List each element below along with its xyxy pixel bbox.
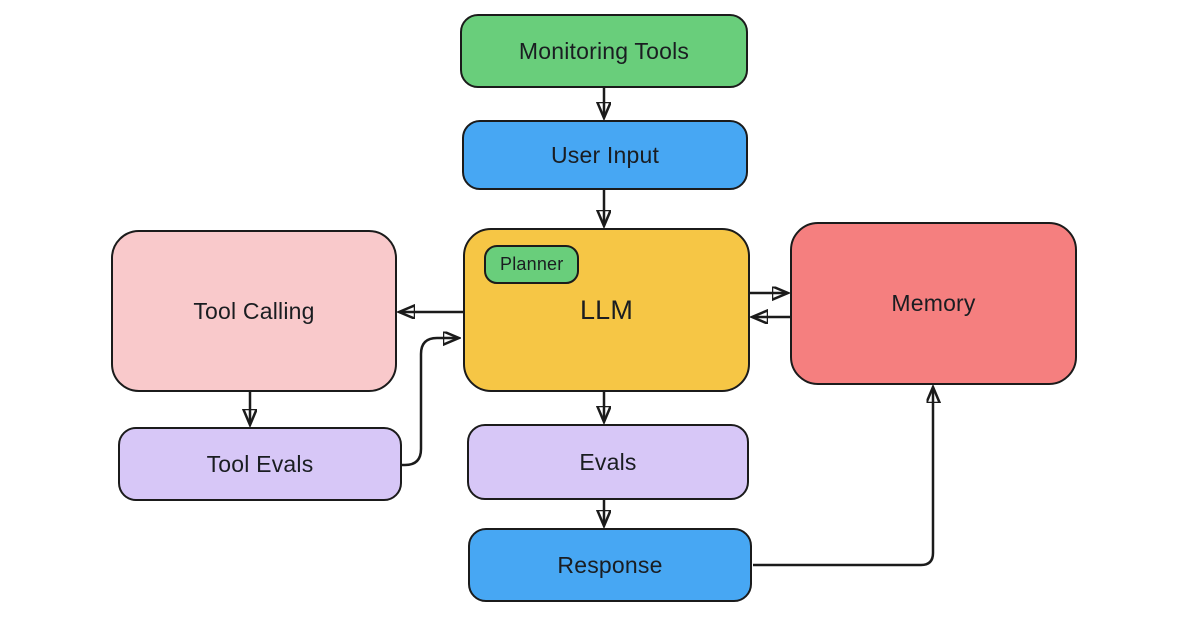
node-tool-calling[interactable]: Tool Calling <box>111 230 397 392</box>
planner-badge-label: Planner <box>500 254 564 274</box>
node-monitoring-tools[interactable]: Monitoring Tools <box>460 14 748 88</box>
node-user-input-label: User Input <box>550 141 660 168</box>
node-memory[interactable]: Memory <box>790 222 1077 385</box>
edge-response-to-memory <box>753 388 933 567</box>
node-user-input[interactable]: User Input <box>462 120 748 190</box>
node-tool-evals[interactable]: Tool Evals <box>118 427 402 501</box>
edge-tool-evals-to-llm <box>402 338 458 467</box>
node-tool-calling-label: Tool Calling <box>193 297 315 324</box>
node-response-label: Response <box>557 551 663 578</box>
planner-badge[interactable]: Planner <box>484 245 580 284</box>
node-memory-label: Memory <box>891 290 976 316</box>
node-evals[interactable]: Evals <box>467 424 749 500</box>
node-response[interactable]: Response <box>468 528 752 602</box>
node-tool-evals-label: Tool Evals <box>206 450 314 477</box>
node-evals-label: Evals <box>579 448 637 475</box>
node-llm[interactable]: Planner LLM <box>463 228 750 392</box>
node-monitoring-tools-label: Monitoring Tools <box>518 37 690 64</box>
node-llm-label: LLM <box>579 294 634 325</box>
